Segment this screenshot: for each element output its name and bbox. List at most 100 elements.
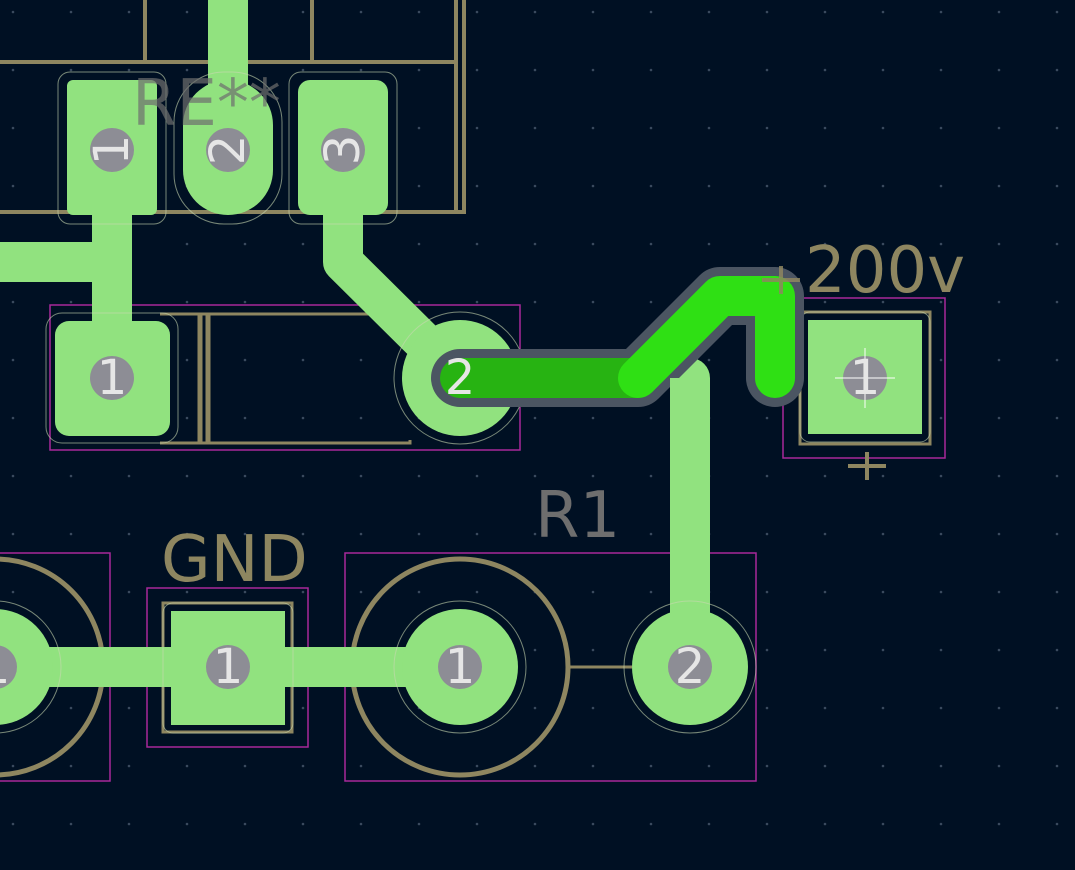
grid-dot xyxy=(11,822,15,826)
grid-dot xyxy=(301,474,305,478)
grid-dot xyxy=(881,10,885,14)
grid-dot xyxy=(11,764,15,768)
grid-dot xyxy=(69,822,73,826)
grid-dot xyxy=(707,242,711,246)
grid-dot xyxy=(939,822,943,826)
left-part-pad-number: 1 xyxy=(0,639,10,695)
grid-dot xyxy=(475,474,479,478)
grid-dot xyxy=(1055,648,1059,652)
left-part-pad[interactable] xyxy=(0,609,53,725)
q1-pad-2-number: 2 xyxy=(200,135,256,166)
grid-dot xyxy=(1055,706,1059,710)
grid-dot xyxy=(301,706,305,710)
grid-dot xyxy=(127,706,131,710)
grid-dot xyxy=(823,532,827,536)
grid-dot xyxy=(301,242,305,246)
grid-dot xyxy=(881,822,885,826)
q1-drill-2 xyxy=(206,128,250,172)
grid-dot xyxy=(417,126,421,130)
grid-dot xyxy=(939,358,943,362)
selected-track[interactable] xyxy=(431,267,804,407)
grid-dot xyxy=(533,822,537,826)
grid-dot xyxy=(533,242,537,246)
grid-dot xyxy=(997,474,1001,478)
grid-dot xyxy=(881,474,885,478)
grid-dot xyxy=(243,474,247,478)
grid-dot xyxy=(1055,184,1059,188)
grid-dot xyxy=(881,532,885,536)
grid-dot xyxy=(11,68,15,72)
grid-dot xyxy=(475,590,479,594)
grid-dot xyxy=(243,532,247,536)
grid-dot xyxy=(301,10,305,14)
plus-marker-icon xyxy=(848,452,886,480)
j-gnd-value-label: GND xyxy=(161,523,308,597)
grid-dot xyxy=(185,822,189,826)
grid-dot xyxy=(475,242,479,246)
grid-dot xyxy=(591,532,595,536)
grid-dot xyxy=(765,822,769,826)
grid-dot xyxy=(243,242,247,246)
grid-dot xyxy=(185,590,189,594)
grid-dot xyxy=(881,764,885,768)
grid-dot xyxy=(185,764,189,768)
grid-dot xyxy=(533,126,537,130)
grid-dot xyxy=(69,300,73,304)
q1-pad-3-number: 3 xyxy=(315,135,371,166)
grid-dot xyxy=(881,706,885,710)
grid-dot xyxy=(11,10,15,14)
grid-dot xyxy=(417,184,421,188)
grid-dot xyxy=(127,68,131,72)
grid-dot xyxy=(359,474,363,478)
grid-dot xyxy=(185,532,189,536)
d1-silkscreen xyxy=(160,312,412,445)
grid-dot xyxy=(359,532,363,536)
grid-dot xyxy=(765,532,769,536)
grid-dot xyxy=(765,242,769,246)
grid-dot xyxy=(185,474,189,478)
grid-dot xyxy=(533,532,537,536)
grid-dot xyxy=(1055,764,1059,768)
grid-dot xyxy=(997,184,1001,188)
grid-dot xyxy=(823,706,827,710)
grid-dot xyxy=(939,126,943,130)
selected-track-segment-2[interactable] xyxy=(618,276,795,398)
grid-dot xyxy=(649,68,653,72)
grid-dot xyxy=(533,474,537,478)
d1-drill-1 xyxy=(90,356,134,400)
grid-dot xyxy=(649,416,653,420)
grid-dot xyxy=(1055,590,1059,594)
grid-dot xyxy=(765,126,769,130)
grid-dot xyxy=(649,822,653,826)
grid-dot xyxy=(127,822,131,826)
d1-pad-1-clearance xyxy=(45,312,179,444)
grid-dot xyxy=(243,822,247,826)
grid-dot xyxy=(69,10,73,14)
grid-dot xyxy=(707,184,711,188)
grid-dot xyxy=(127,590,131,594)
grid-dot xyxy=(881,648,885,652)
q1-ref-text: RE** xyxy=(132,67,281,141)
grid-dot xyxy=(649,474,653,478)
grid-dot xyxy=(765,590,769,594)
grid-dot xyxy=(997,648,1001,652)
grid-dot xyxy=(591,126,595,130)
grid-dot xyxy=(997,126,1001,130)
grid-dot xyxy=(11,358,15,362)
grid-dot xyxy=(475,10,479,14)
grid-dot xyxy=(939,184,943,188)
grid-dot xyxy=(69,532,73,536)
grid-dot xyxy=(823,300,827,304)
grid-dot xyxy=(533,764,537,768)
q1-pad-1-number: 1 xyxy=(84,135,140,166)
grid-dot xyxy=(11,474,15,478)
grid-dot xyxy=(359,764,363,768)
grid-dot xyxy=(243,764,247,768)
d1-pad-1-number: 1 xyxy=(97,350,128,406)
grid-dot xyxy=(417,68,421,72)
grid-dot xyxy=(591,68,595,72)
grid-dot xyxy=(649,10,653,14)
grid-dot xyxy=(301,358,305,362)
